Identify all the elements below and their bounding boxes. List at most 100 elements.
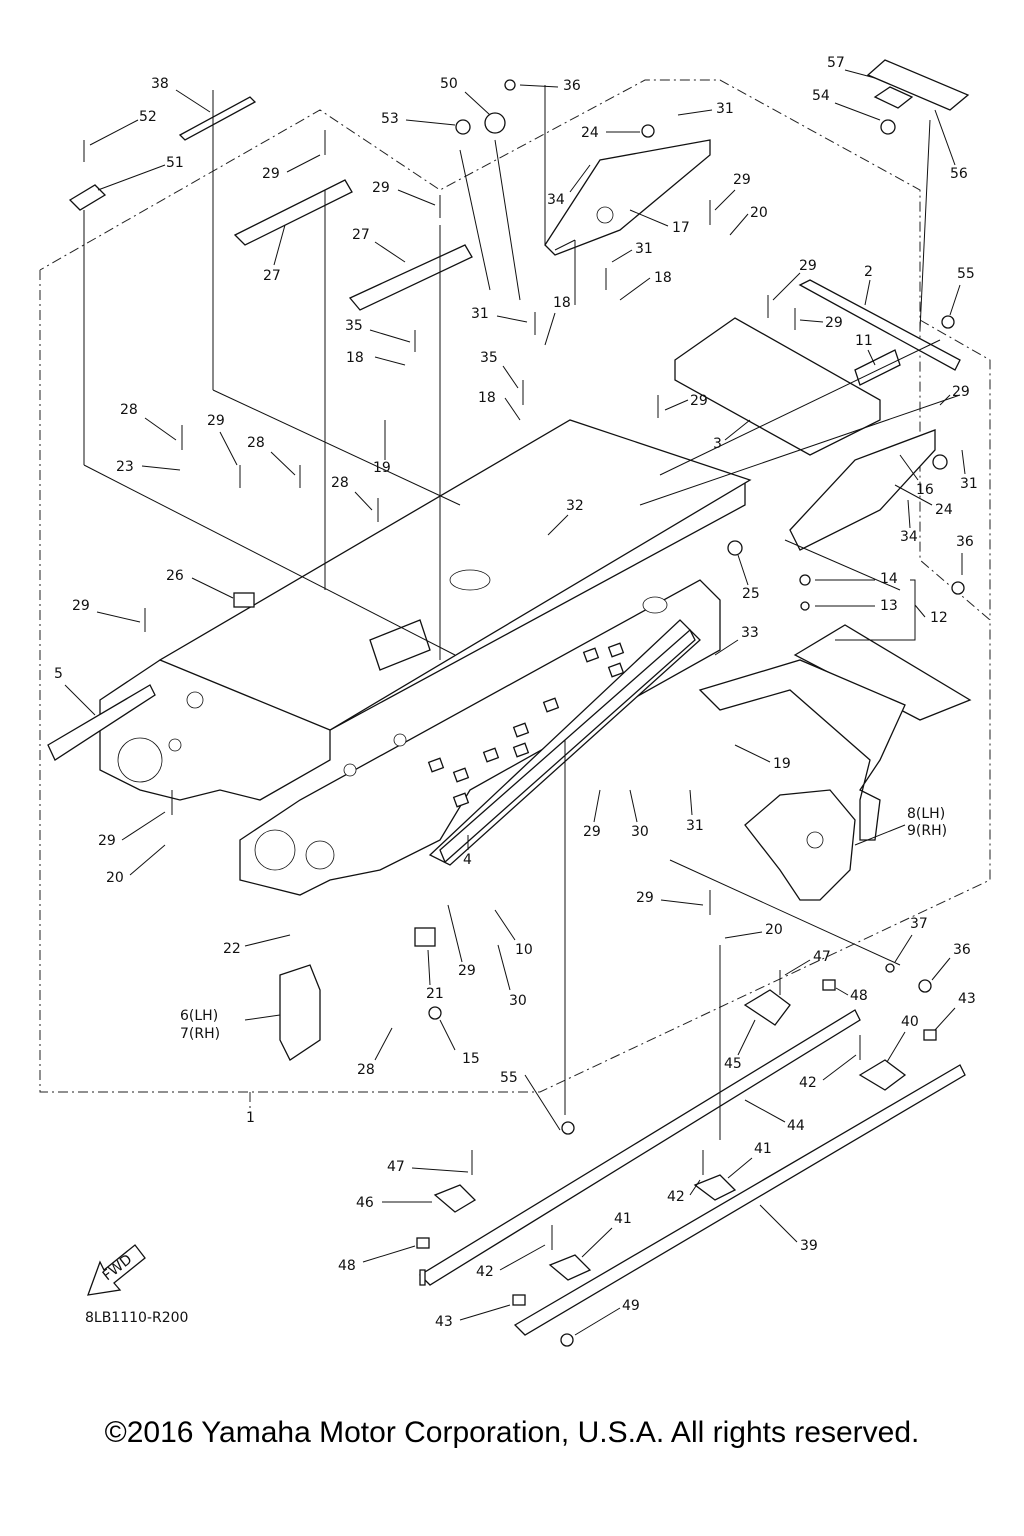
callout-55a: 55 [957,266,975,282]
callout-27b: 27 [352,227,370,243]
callout-41a: 41 [754,1141,772,1157]
cooler-mounting-plates [427,642,625,808]
callout-29i: 29 [733,172,751,188]
callout-29m: 29 [952,384,970,400]
callout-31b: 31 [635,241,653,257]
callout-6lh: 6(LH) [180,1008,218,1024]
tunnel-deck [158,419,752,731]
slide-rail-39 [513,1064,966,1336]
callout-47a: 47 [813,949,831,965]
callout-42c: 42 [476,1264,494,1280]
callout-10: 10 [515,942,533,958]
front-bracket-6-7 [279,964,321,1061]
callout-24a: 24 [581,125,599,141]
callout-29c: 29 [207,413,225,429]
callout-50: 50 [440,76,458,92]
rear-deck-plate [674,317,881,456]
rear-brace [798,279,961,386]
callout-31d: 31 [960,476,978,492]
callout-29j: 29 [799,258,817,274]
callout-48b: 48 [338,1258,356,1274]
callout-4: 4 [463,852,472,868]
callout-20a: 20 [750,205,768,221]
callout-12: 12 [930,610,948,626]
rear-bracket-16 [789,429,936,551]
callout-49: 49 [622,1298,640,1314]
callout-29a: 29 [262,166,280,182]
callout-31c: 31 [471,306,489,322]
callout-47b: 47 [387,1159,405,1175]
callout-3: 3 [713,436,722,452]
diagram-code: 8LB1110-R200 [85,1310,189,1326]
callout-2: 2 [864,264,873,280]
callout-36b: 36 [956,534,974,550]
callout-8lh: 8(LH) [907,806,945,822]
plate-38 [178,96,257,141]
callout-20b: 20 [106,870,124,886]
callout-18a: 18 [346,350,364,366]
callout-29k: 29 [825,315,843,331]
frame-rail-right [239,579,721,896]
callout-27a: 27 [263,268,281,284]
callout-43b: 43 [435,1314,453,1330]
callout-22: 22 [223,941,241,957]
callout-44: 44 [787,1118,805,1134]
callout-9rh: 9(RH) [907,823,947,839]
callout-55b: 55 [500,1070,518,1086]
callout-11: 11 [855,333,873,349]
callout-18b: 18 [478,390,496,406]
callout-17: 17 [672,220,690,236]
callout-26: 26 [166,568,184,584]
rivets [83,130,861,1250]
callout-45: 45 [724,1056,742,1072]
callout-13: 13 [880,598,898,614]
rail-spacers [433,989,907,1281]
callout-35a: 35 [345,318,363,334]
callout-40: 40 [901,1014,919,1030]
callout-30b: 30 [509,993,527,1009]
callout-46: 46 [356,1195,374,1211]
callout-31a: 31 [716,101,734,117]
reference-lines [83,85,961,1140]
callout-56: 56 [950,166,968,182]
callout-7rh: 7(RH) [180,1026,220,1042]
callout-29e: 29 [98,833,116,849]
callout-19b: 19 [773,756,791,772]
callout-51: 51 [166,155,184,171]
callout-29f: 29 [583,824,601,840]
callout-48a: 48 [850,988,868,1004]
callout-28d: 28 [357,1062,375,1078]
decal-56-57 [866,59,970,111]
callout-28c: 28 [331,475,349,491]
callout-28a: 28 [120,402,138,418]
callout-43a: 43 [958,991,976,1007]
callout-38: 38 [151,76,169,92]
callout-34a: 34 [547,192,565,208]
callout-33: 33 [741,625,759,641]
wear-pads [416,979,937,1306]
callout-29h: 29 [636,890,654,906]
callout-52: 52 [139,109,157,125]
callout-37: 37 [910,916,928,932]
callout-28b: 28 [247,435,265,451]
callout-16: 16 [916,482,934,498]
fwd-arrow-icon: FWD [87,1244,146,1296]
callout-29b: 29 [372,180,390,196]
callout-18d: 18 [654,270,672,286]
callout-20c: 20 [765,922,783,938]
callout-24b: 24 [935,502,953,518]
callout-29g: 29 [458,963,476,979]
callout-57: 57 [827,55,845,71]
callout-36a: 36 [563,78,581,94]
callout-21: 21 [426,986,444,1002]
fasteners [233,79,965,1347]
rear-bumper-assembly [698,624,972,841]
callout-18c: 18 [553,295,571,311]
callout-30a: 30 [631,824,649,840]
assembly-outline [39,79,991,1108]
callout-14: 14 [880,571,898,587]
callout-42a: 42 [799,1075,817,1091]
side-bracket-8-9 [744,789,856,901]
side-rail-5 [47,684,156,761]
